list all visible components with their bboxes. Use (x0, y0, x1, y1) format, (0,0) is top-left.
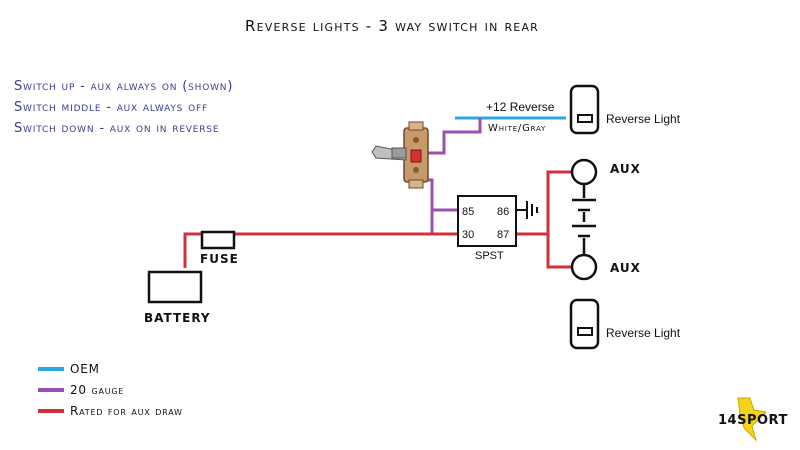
reverse-light-bottom-lens (577, 327, 593, 336)
legend: OEM 20 gauge Rated for aux draw (38, 362, 183, 418)
battery-label: BATTERY (144, 311, 211, 325)
ground-icon (516, 201, 538, 219)
battery (147, 270, 203, 304)
relay (457, 195, 517, 247)
wire-color-label: White/Gray (488, 123, 546, 134)
logo: 14SPORT (718, 397, 788, 442)
reverse-light-bottom (569, 298, 600, 350)
fuse (200, 230, 236, 250)
logo-bolt-icon (737, 397, 768, 442)
pin-30-label: 30 (462, 229, 474, 241)
aux-light-top (570, 158, 598, 186)
legend-label-20-gauge: 20 gauge (70, 383, 124, 397)
aux-bracket-icon (572, 184, 596, 255)
diagram-title: Reverse lights - 3 way switch in rear (245, 17, 539, 35)
red-wire-87-to-aux-top (516, 170, 572, 236)
pin-86-label: 86 (497, 206, 509, 218)
legend-label-oem: OEM (70, 362, 100, 376)
red-wire-87-to-aux-bottom (546, 234, 572, 269)
pin-87-label: 87 (497, 229, 509, 241)
fuse-label: FUSE (200, 252, 239, 266)
purple-wire-switch-to-85 (426, 178, 458, 212)
reverse-light-top-lens (577, 114, 593, 123)
aux-bottom-label: AUX (610, 261, 641, 275)
red-wire-battery-to-30 (183, 232, 458, 268)
note-switch-down: Switch down - aux on in reverse (14, 121, 219, 136)
purple-wire-reverse-to-switch (426, 118, 482, 155)
relay-label: SPST (475, 250, 504, 262)
note-switch-middle: Switch middle - aux always off (14, 100, 208, 115)
logo-text: 14SPORT (718, 413, 788, 428)
toggle-switch-icon (371, 121, 429, 189)
legend-label-aux: Rated for aux draw (70, 404, 183, 418)
reverse-light-top (569, 84, 600, 135)
reverse-light-bottom-label: Reverse Light (606, 326, 681, 340)
aux-light-bottom (570, 253, 598, 281)
note-switch-up: Switch up - aux always on (shown) (14, 79, 233, 94)
reverse-signal-label: +12 Reverse (486, 100, 555, 114)
pin-85-label: 85 (462, 206, 474, 218)
reverse-light-top-label: Reverse Light (606, 112, 681, 126)
aux-top-label: AUX (610, 162, 641, 176)
